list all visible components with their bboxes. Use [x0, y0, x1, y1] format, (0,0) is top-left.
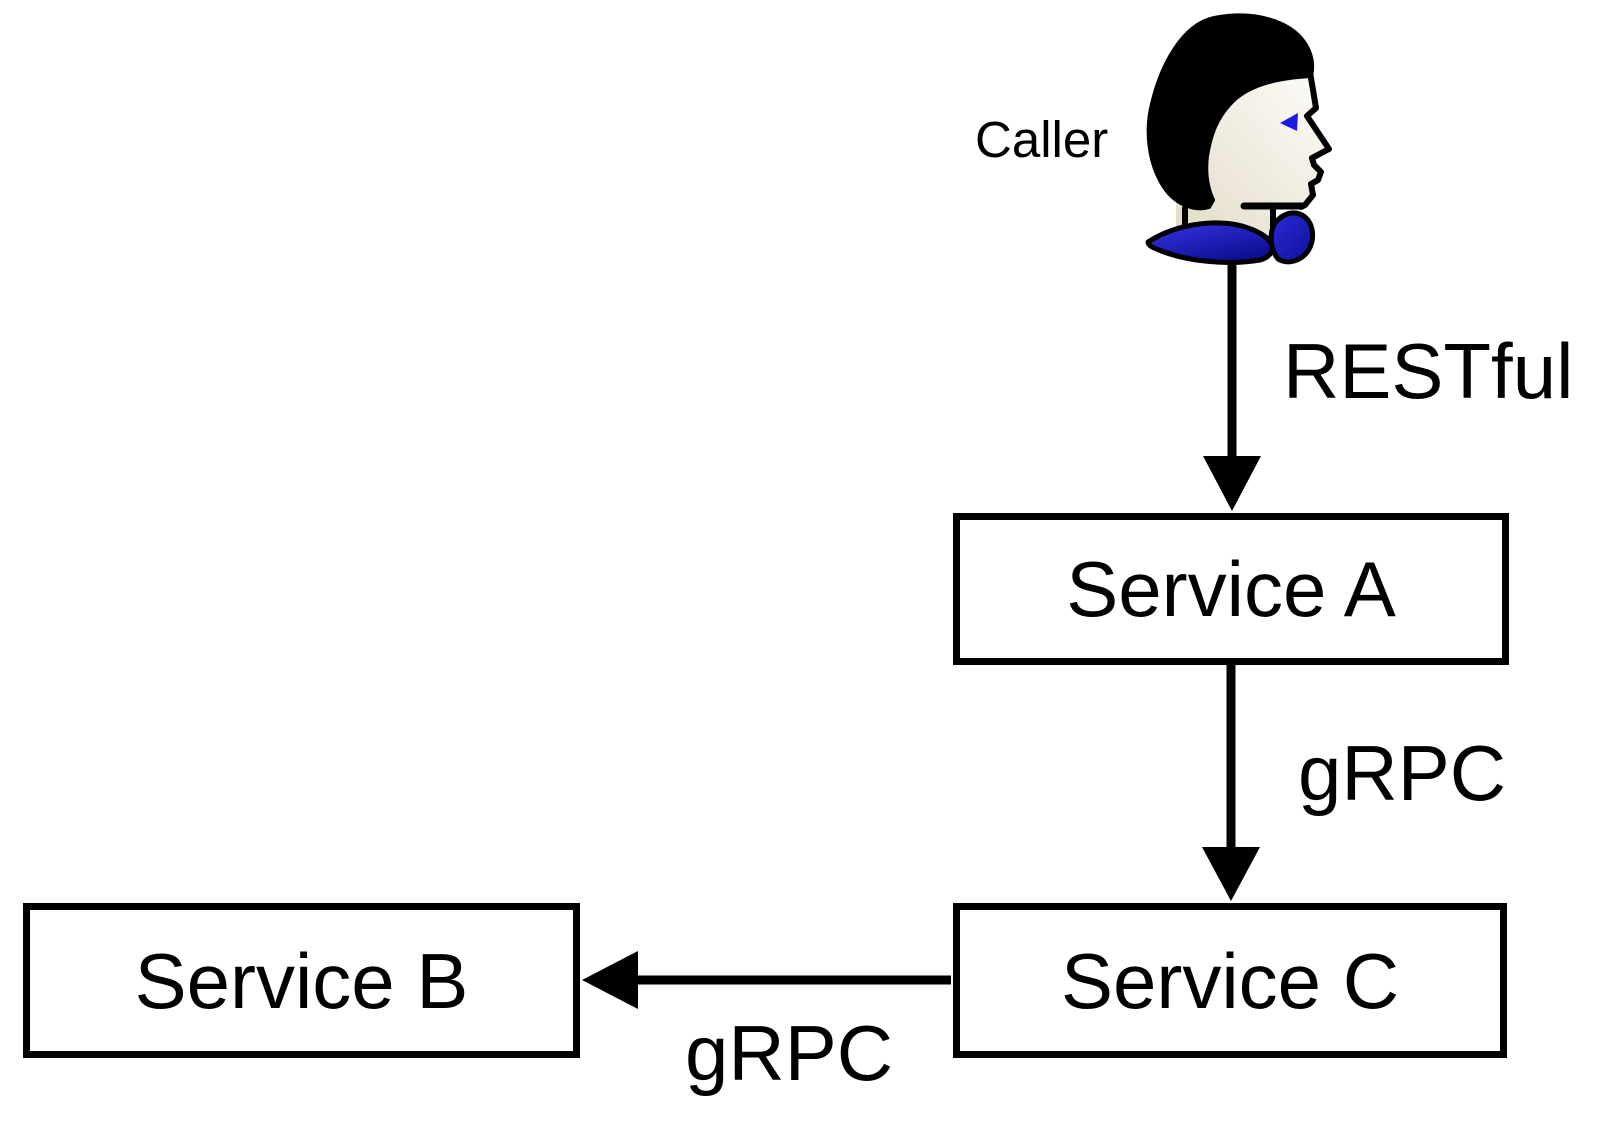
arrow-service-a-to-service-c [1202, 664, 1260, 901]
arrow-caller-to-service-a [1203, 261, 1261, 511]
hair [1146, 13, 1315, 211]
face-outline [1298, 69, 1332, 210]
arrow-service-c-to-service-b [582, 951, 951, 1009]
node-service-b-label: Service B [134, 936, 469, 1025]
edge-label-grpc-a-to-c: gRPC [1298, 729, 1507, 817]
node-service-c: Service C [953, 903, 1507, 1058]
node-service-c-label: Service C [1060, 936, 1400, 1025]
actor-label: Caller [975, 111, 1109, 168]
node-service-a: Service A [953, 513, 1509, 665]
collar-right [1268, 210, 1315, 265]
node-service-a-label: Service A [1066, 545, 1396, 633]
edge-label-grpc-c-to-b: gRPC [685, 1009, 894, 1097]
edge-label-restful: RESTful [1283, 327, 1574, 415]
collar-left [1145, 220, 1275, 265]
caller-person-icon [1124, 12, 1334, 270]
node-service-b: Service B [23, 903, 580, 1058]
eye-icon [1280, 113, 1298, 131]
